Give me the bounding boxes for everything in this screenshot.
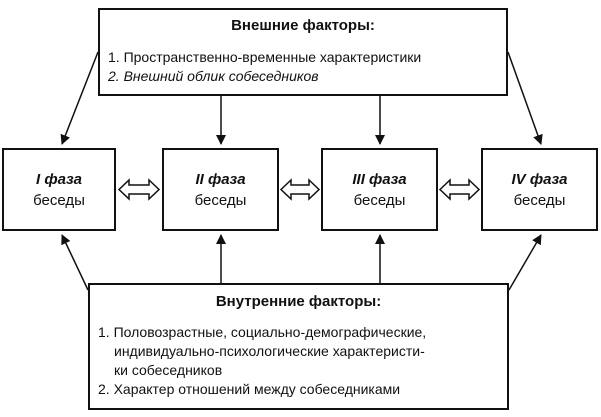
double-arrow-phase-1-2 (117, 178, 161, 201)
double-arrow-phase-2-3 (279, 178, 321, 201)
internal-factors-list: 1. Половозрастные, социально-демографиче… (98, 323, 426, 399)
external-factor-item-2: 2. Внешний облик собеседников (108, 68, 319, 84)
double-arrow-phase-3-4 (438, 178, 481, 201)
phase-2-box: II фаза беседы (162, 148, 279, 231)
internal-factors-box: Внутренние факторы: 1. Половозрастные, с… (88, 283, 509, 410)
external-factors-list: 1. Пространственно-временные характерист… (108, 48, 421, 86)
internal-factors-heading: Внутренние факторы: (215, 293, 382, 310)
phase-2-title: II фаза (195, 170, 246, 188)
phase-1-box: I фаза беседы (2, 148, 116, 231)
external-factor-item-1: 1. Пространственно-временные характерист… (108, 49, 422, 65)
phase-1-title: I фаза (36, 170, 82, 188)
internal-factor-item-1-line-3: ки собеседников (114, 362, 223, 378)
phase-3-subtitle: беседы (353, 191, 406, 209)
external-factors-heading: Внешние факторы: (231, 17, 375, 34)
internal-factor-item-1-line-2: индивидуально-психологические характерис… (114, 343, 425, 359)
phase-4-subtitle: беседы (513, 191, 566, 209)
phase-4-box: IV фаза беседы (481, 148, 598, 231)
external-factors-box: Внешние факторы: 1. Пространственно-врем… (98, 8, 508, 96)
phase-3-title: III фаза (352, 170, 407, 188)
phase-2-subtitle: беседы (194, 191, 247, 209)
arrow-external-to-phase-1 (60, 51, 99, 145)
arrow-internal-to-phase-1 (61, 234, 89, 291)
internal-factor-item-1-line-1: 1. Половозрастные, социально-демографиче… (98, 324, 427, 340)
phase-4-title: IV фаза (511, 170, 568, 188)
phase-3-box: III фаза беседы (321, 148, 438, 231)
internal-factor-item-2: 2. Характер отношений между собеседникам… (98, 381, 401, 397)
phase-1-subtitle: беседы (33, 191, 85, 209)
arrow-internal-to-phase-4 (508, 234, 542, 291)
arrow-external-to-phase-4 (507, 51, 543, 145)
